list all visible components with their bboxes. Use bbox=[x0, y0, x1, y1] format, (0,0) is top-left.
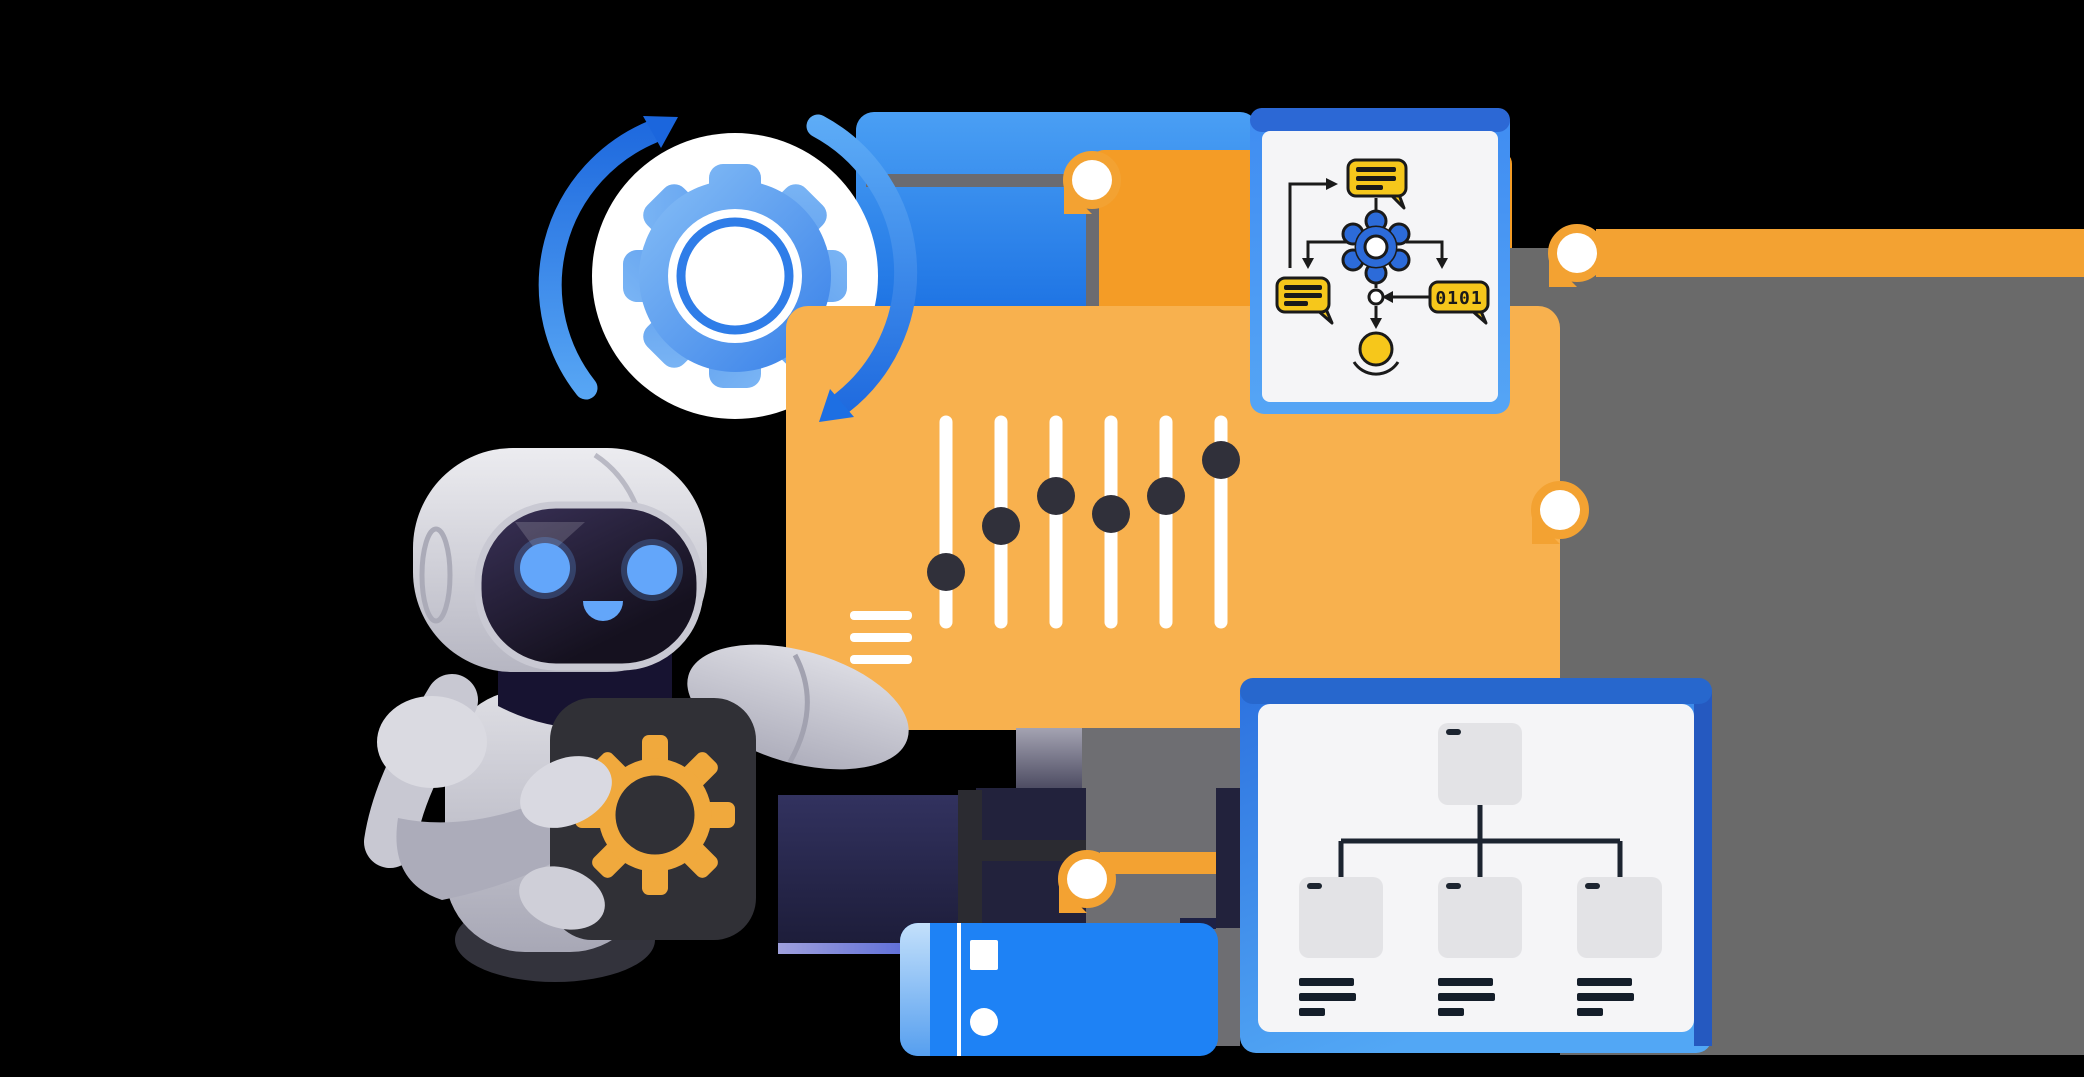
slider-knobs bbox=[927, 441, 1240, 591]
charcoal-bar-vertical bbox=[958, 790, 982, 925]
workflow-card: 0101 bbox=[1250, 108, 1510, 414]
org-child-box bbox=[1299, 877, 1383, 958]
navy-bar-3 bbox=[1216, 788, 1242, 928]
output-token-circle bbox=[1358, 331, 1394, 367]
robot-hand-lower bbox=[519, 866, 605, 930]
device-strip-cover bbox=[930, 923, 958, 1056]
workflow-card-topbar bbox=[1250, 108, 1510, 132]
cycle-arc-right bbox=[806, 114, 918, 415]
org-boxes bbox=[1299, 723, 1662, 958]
org-connector-lines bbox=[1338, 805, 1623, 877]
slider-knob bbox=[1147, 477, 1185, 515]
binary-label: 0101 bbox=[1435, 288, 1482, 309]
slider-knob bbox=[1037, 477, 1075, 515]
navy-block bbox=[778, 795, 960, 943]
server-device-card bbox=[900, 923, 1218, 1056]
robot-left-shoulder bbox=[377, 696, 487, 788]
workflow-gear-icon bbox=[1341, 209, 1411, 285]
connector-node-pin-icon bbox=[1058, 850, 1116, 913]
connector-bar-right bbox=[1596, 229, 2084, 277]
merge-point-circle bbox=[1367, 288, 1385, 306]
connector-bar-bottom bbox=[1100, 852, 1216, 874]
periwinkle-strip bbox=[778, 943, 917, 954]
charcoal-bar-horizontal bbox=[982, 840, 1086, 861]
badge-gear-ring bbox=[598, 758, 712, 872]
robot-arm-seam bbox=[787, 653, 810, 764]
device-square-led bbox=[970, 940, 998, 970]
slider-knob bbox=[1092, 495, 1130, 533]
settings-badge bbox=[519, 698, 756, 940]
gear-inner-ring bbox=[676, 217, 794, 335]
cycle-arrowhead-bottom bbox=[819, 389, 854, 422]
robot-ear-seam bbox=[419, 526, 453, 624]
org-root-box bbox=[1438, 723, 1522, 805]
menu-lines-icon bbox=[850, 611, 912, 664]
gear-inner-white bbox=[668, 209, 802, 343]
flow-bubble-text-lines bbox=[1284, 167, 1396, 306]
device-circle-led bbox=[970, 1008, 998, 1036]
visor-glare bbox=[515, 522, 585, 560]
cycle-arrowhead-top bbox=[643, 116, 678, 148]
slider-knob bbox=[982, 507, 1020, 545]
org-child-box bbox=[1577, 877, 1662, 958]
equalizer-sliders bbox=[927, 415, 1240, 629]
gradient-bar bbox=[1016, 728, 1082, 788]
slider-knob bbox=[1202, 441, 1240, 479]
connector-line-top-center bbox=[866, 174, 1099, 310]
cycle-arc-left bbox=[538, 120, 664, 400]
device-divider bbox=[957, 923, 961, 1056]
robot-visor bbox=[474, 501, 704, 671]
binary-bubble bbox=[1428, 280, 1490, 314]
slider-knob bbox=[927, 553, 965, 591]
org-child-box bbox=[1438, 877, 1522, 958]
flow-arrowheads bbox=[1302, 178, 1448, 329]
org-box-dashes bbox=[1307, 729, 1600, 889]
org-text-placeholder-lines bbox=[1299, 978, 1634, 1016]
connector-node-pin-icon bbox=[1531, 481, 1589, 544]
robot-smile bbox=[583, 601, 623, 621]
org-chart-card bbox=[1240, 678, 1712, 1053]
connector-vertical bbox=[1086, 200, 1099, 310]
robot-hand-front bbox=[520, 756, 612, 828]
org-card-topbar bbox=[1240, 678, 1712, 704]
connector-horizontal bbox=[866, 174, 1072, 187]
sync-cycle-arrows-icon bbox=[538, 114, 918, 422]
connector-node-pin-icon bbox=[1063, 151, 1121, 214]
connector-node-pin-icon bbox=[1548, 224, 1606, 287]
robot-eye bbox=[520, 543, 570, 593]
robot-eye bbox=[627, 545, 677, 595]
org-card-right-edge bbox=[1694, 690, 1712, 1046]
